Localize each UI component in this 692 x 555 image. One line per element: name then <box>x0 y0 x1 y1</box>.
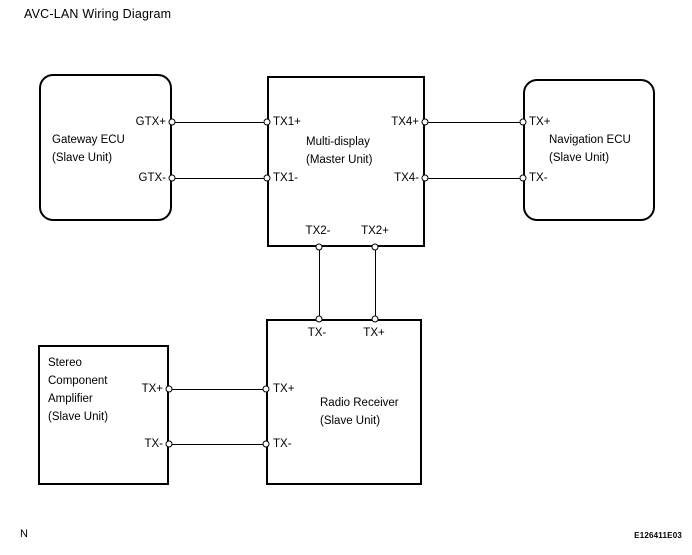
radio-receiver-box <box>266 319 422 485</box>
connector-node <box>421 174 429 182</box>
pin-label-stereo-tx-minus: TX- <box>143 438 164 450</box>
stereo-amplifier-label: Stereo Component Amplifier (Slave Unit) <box>48 357 109 423</box>
pin-label-gtx-minus: GTX- <box>137 172 167 184</box>
connector-node <box>165 385 173 393</box>
wire-stereo-tx-minus-radio-tx-minus <box>169 444 266 445</box>
wire-stereo-tx-plus-radio-tx-plus <box>169 389 266 390</box>
pin-label-tx4-plus: TX4+ <box>390 116 420 128</box>
page-marker: N <box>20 528 28 540</box>
pin-label-nav-tx-plus: TX+ <box>528 116 552 128</box>
navigation-ecu-box <box>523 79 655 221</box>
connector-node <box>315 315 323 323</box>
connector-node <box>165 440 173 448</box>
radio-receiver-label: Radio Receiver (Slave Unit) <box>320 397 399 427</box>
pin-label-radio-top-tx-plus: TX+ <box>362 327 386 339</box>
pin-label-nav-tx-minus: TX- <box>528 172 549 184</box>
wire-gtx-minus-tx1-minus <box>172 178 267 179</box>
gateway-ecu-box <box>39 74 172 221</box>
connector-node <box>262 385 270 393</box>
pin-label-radio-left-tx-minus: TX- <box>272 438 293 450</box>
gateway-ecu-label: Gateway ECU (Slave Unit) <box>52 134 125 164</box>
connector-node <box>263 174 271 182</box>
connector-node <box>371 243 379 251</box>
connector-node <box>168 118 176 126</box>
wire-gtx-plus-tx1-plus <box>172 122 267 123</box>
pin-label-tx1-minus: TX1- <box>272 172 299 184</box>
multi-display-label: Multi-display (Master Unit) <box>306 136 373 166</box>
connector-node <box>519 118 527 126</box>
pin-label-stereo-tx-plus: TX+ <box>140 383 164 395</box>
pin-label-tx1-plus: TX1+ <box>272 116 302 128</box>
connector-node <box>519 174 527 182</box>
diagram-title: AVC-LAN Wiring Diagram <box>24 7 172 21</box>
connector-node <box>421 118 429 126</box>
pin-label-tx2-plus: TX2+ <box>360 225 390 237</box>
connector-node <box>371 315 379 323</box>
pin-label-tx2-minus: TX2- <box>304 225 332 237</box>
pin-label-radio-left-tx-plus: TX+ <box>272 383 296 395</box>
connector-node <box>315 243 323 251</box>
pin-label-gtx-plus: GTX+ <box>134 116 167 128</box>
wire-tx2-minus-radio-tx-minus <box>319 247 320 319</box>
pin-label-tx4-minus: TX4- <box>393 172 420 184</box>
wire-tx4-plus-nav-tx-plus <box>425 122 523 123</box>
wire-tx4-minus-nav-tx-minus <box>425 178 523 179</box>
figure-code: E126411E03 <box>634 531 682 540</box>
wire-tx2-plus-radio-tx-plus <box>375 247 376 319</box>
multi-display-box <box>267 76 425 247</box>
connector-node <box>168 174 176 182</box>
pin-label-radio-top-tx-minus: TX- <box>306 327 328 339</box>
navigation-ecu-label: Navigation ECU (Slave Unit) <box>549 134 631 164</box>
connector-node <box>263 118 271 126</box>
connector-node <box>262 440 270 448</box>
stereo-amplifier-box <box>38 345 169 485</box>
